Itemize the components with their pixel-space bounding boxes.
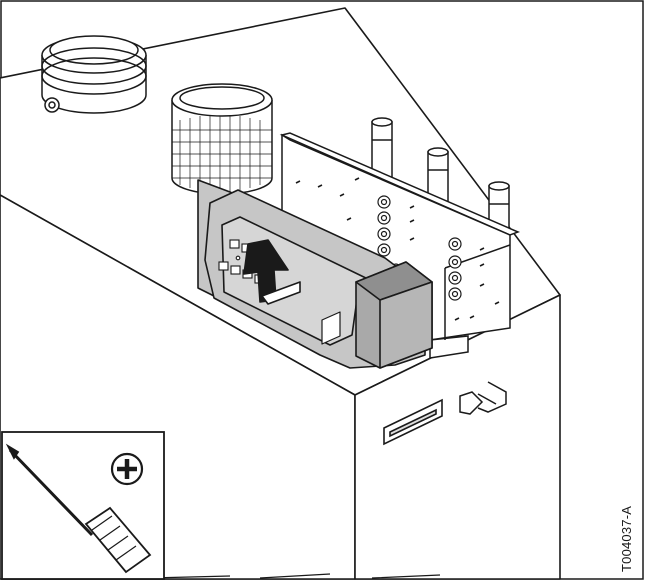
tool-inset [1,431,165,580]
phillips-screwdriver-icon [5,443,152,574]
plus-circle-icon [110,452,144,486]
figure-id-label: T004037-A [619,505,634,572]
air-intake-mesh [171,83,273,195]
flue-outlet [41,35,147,114]
bracket-fittings [295,177,500,321]
control-panel-cover [197,179,433,369]
vent-slot [383,398,443,446]
side-clip [459,381,507,415]
lift-up-arrow [243,239,301,305]
